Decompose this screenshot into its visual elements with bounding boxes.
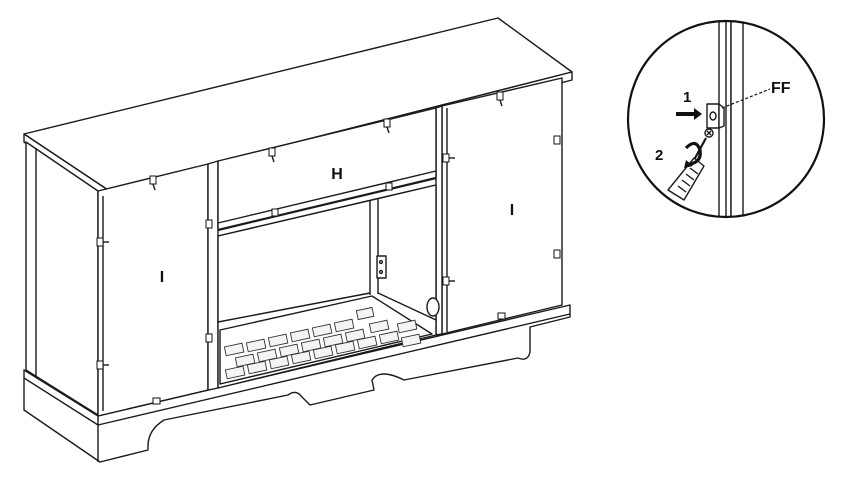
label-step-1: 1 — [683, 89, 691, 106]
left-door-panel — [97, 163, 209, 417]
right-door-panel — [441, 77, 563, 335]
push-arrow-icon — [676, 108, 702, 120]
label-part-FF: FF — [771, 80, 791, 97]
label-right-door-I: I — [510, 202, 514, 219]
detail-callout: FF 1 2 — [626, 19, 826, 219]
left-divider-post — [207, 160, 219, 391]
label-top-shelf-H: H — [331, 166, 343, 183]
cabinet-base — [23, 304, 571, 463]
cabinet-left-side — [25, 141, 99, 416]
cabinet-drawing: H I I — [23, 17, 573, 463]
mount-hole — [426, 297, 440, 317]
bracket-ff — [706, 103, 720, 129]
firebox-brick-floor — [219, 295, 433, 385]
label-left-door-I: I — [160, 269, 164, 286]
inner-bracket — [376, 255, 387, 279]
rotate-arrow-icon — [684, 141, 702, 166]
hinge-clips — [96, 91, 561, 405]
label-step-2: 2 — [655, 147, 663, 164]
